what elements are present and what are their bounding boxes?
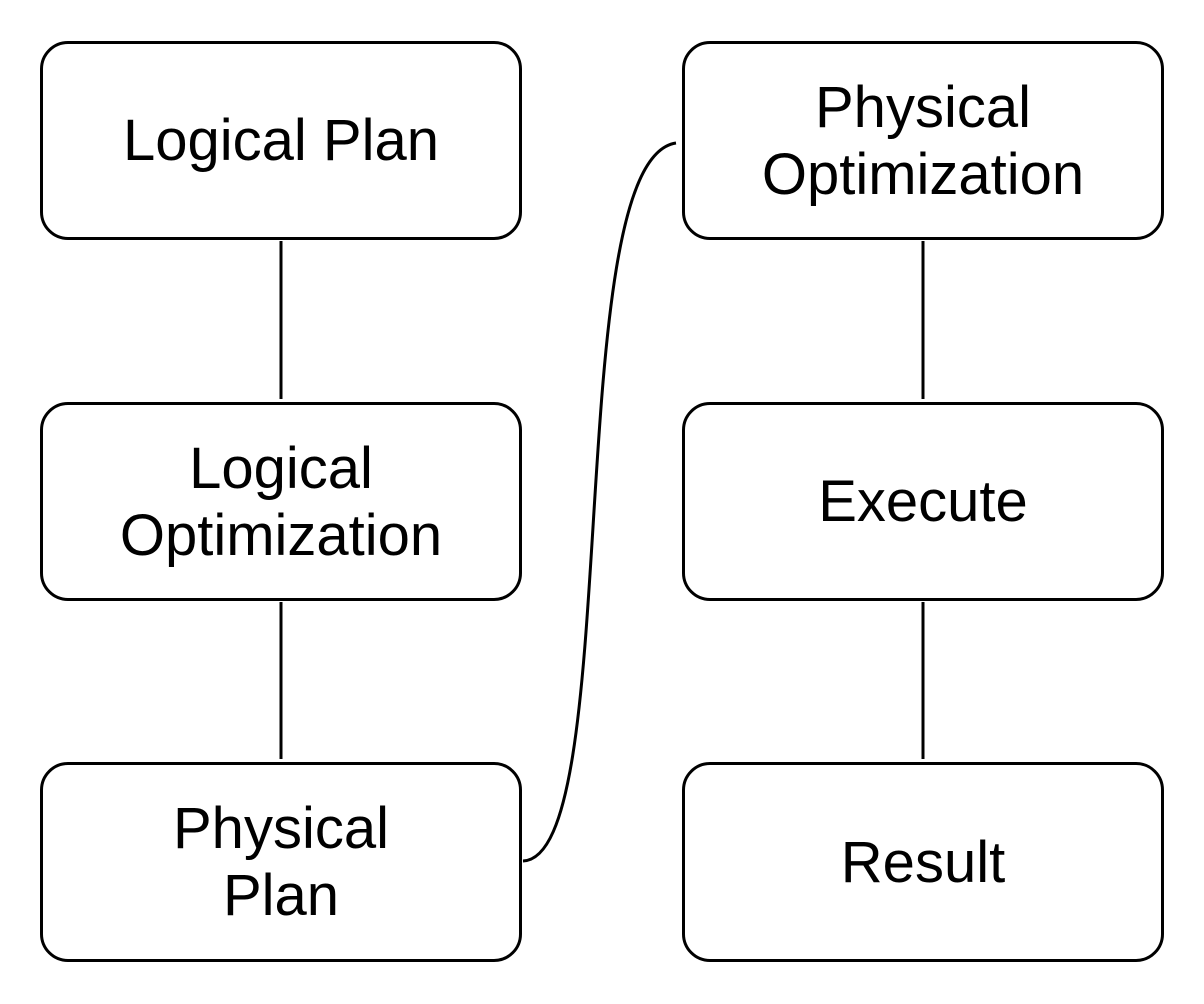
node-logical-optimization-label: Logical Optimization (119, 435, 443, 568)
node-result-label: Result (840, 829, 1006, 895)
node-execute-label: Execute (818, 469, 1028, 534)
node-logical-plan-label: Logical Plan (123, 108, 439, 173)
node-physical-optimization-label: Physical Optimization (761, 74, 1085, 207)
node-execute: Execute (682, 402, 1164, 601)
node-physical-plan-label: Physical Plan (173, 796, 389, 928)
edge-physical-plan-to-physical-optimization (522, 141, 677, 863)
node-result: Result (682, 762, 1164, 962)
node-logical-plan: Logical Plan (40, 41, 522, 240)
node-physical-plan: Physical Plan (40, 762, 522, 962)
node-logical-optimization: Logical Optimization (40, 402, 522, 601)
node-physical-optimization: Physical Optimization (682, 41, 1164, 240)
